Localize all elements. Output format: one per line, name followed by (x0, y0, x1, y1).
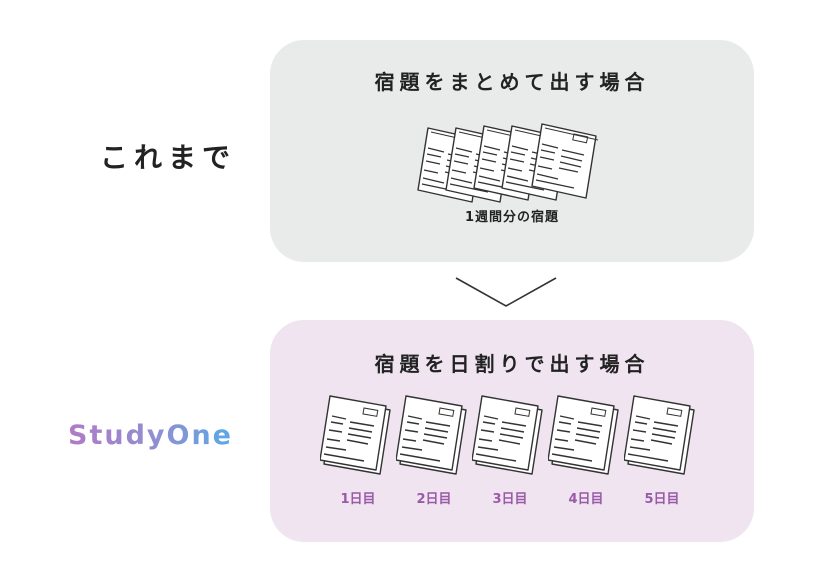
day-3-label: 3日目 (492, 492, 528, 507)
day-3-item: 3日目 (472, 392, 548, 507)
before-caption: 1週間分の宿題 (464, 210, 560, 225)
worksheet-icon (396, 395, 467, 475)
chevron-down-icon (455, 277, 557, 307)
day-4-label: 4日目 (568, 492, 604, 507)
worksheet-icon (624, 395, 695, 475)
after-panel-title: 宿題を日割りで出す場合 (374, 352, 650, 376)
day-4-item: 4日目 (548, 392, 624, 507)
worksheet-icon (548, 395, 619, 475)
worksheet-icon (320, 395, 391, 475)
brand-logo: StudyOne (68, 420, 233, 451)
worksheet-stack-icon (417, 123, 599, 203)
day-5-label: 5日目 (644, 492, 680, 507)
day-5-item: 5日目 (624, 392, 700, 507)
day-1-label: 1日目 (340, 492, 376, 507)
before-label: これまで (100, 141, 237, 174)
day-1-item: 1日目 (320, 392, 396, 507)
before-panel: 宿題をまとめて出す場合 1週間分の宿題 (270, 40, 754, 262)
worksheet-icon (472, 395, 543, 475)
after-panel: 宿題を日割りで出す場合 1日目 2日目 (270, 320, 754, 542)
day-2-label: 2日目 (416, 492, 452, 507)
before-panel-title: 宿題をまとめて出す場合 (374, 70, 650, 94)
day-2-item: 2日目 (396, 392, 472, 507)
